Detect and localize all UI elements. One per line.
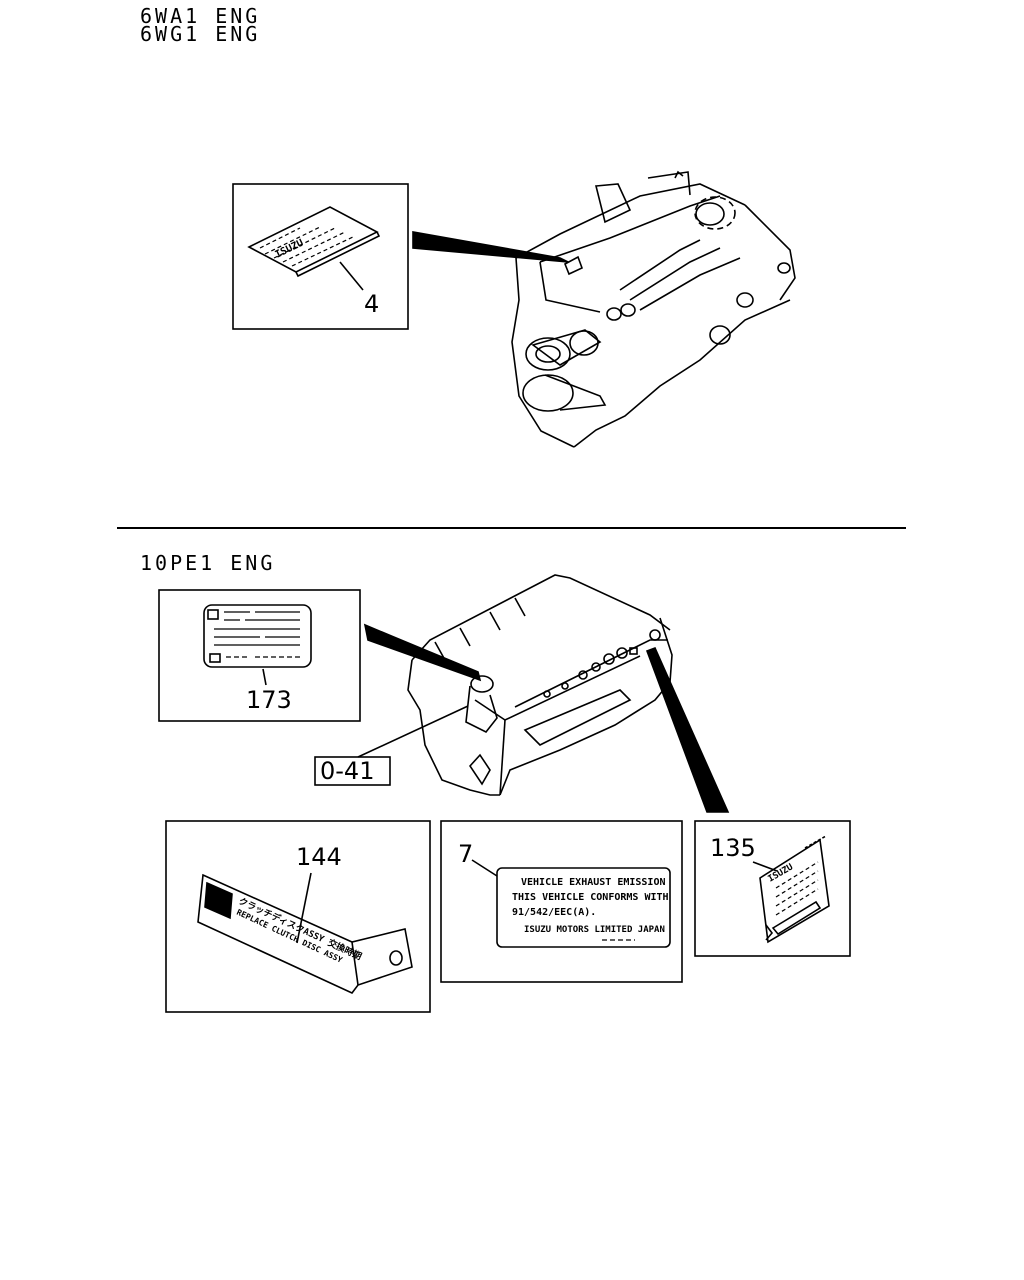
engine-label-10pe1: 10PE1 ENG <box>140 551 276 575</box>
clutch-label-jp-text: クラッチディスクASSY 交換時期 <box>237 895 364 963</box>
emission-line-2: THIS VEHICLE CONFORMS WITH <box>512 892 669 903</box>
inset-box-part-7 <box>440 820 683 983</box>
isuzu-plate-icon <box>247 206 381 278</box>
emission-line-3: 91/542/EEC(A). <box>512 907 596 918</box>
callout-0-41: 0-41 <box>320 757 375 785</box>
engine-label-6wg1: 6WG1 ENG <box>140 22 261 46</box>
pointer-arrow-173 <box>363 623 482 682</box>
leader-144 <box>296 872 312 944</box>
engine-label-6wa1: 6WA1 ENG <box>140 4 261 28</box>
ref-box-0-41 <box>314 756 391 786</box>
emission-line-1: VEHICLE EXHAUST EMISSION <box>521 877 666 888</box>
callout-173: 173 <box>246 686 292 714</box>
engine-10pe1-drawing <box>407 574 673 796</box>
inset-box-part-144 <box>165 820 431 1013</box>
inset-box-part-135 <box>694 820 851 957</box>
callout-135: 135 <box>710 834 756 862</box>
isuzu-tag-icon <box>759 835 830 944</box>
callout-4: 4 <box>364 290 380 318</box>
clutch-label-icon <box>197 873 413 994</box>
leader-173 <box>262 668 267 686</box>
caution-plate-icon <box>203 604 312 668</box>
inset-box-part-173 <box>158 589 361 722</box>
leader-7 <box>471 859 498 877</box>
callout-7: 7 <box>458 840 474 868</box>
engine-6wa1-drawing <box>511 170 796 448</box>
pointer-arrow-4 <box>412 231 569 263</box>
isuzu-brand-text-part4: ISUZU <box>273 238 305 261</box>
pointer-arrow-135 <box>645 646 730 813</box>
callout-144: 144 <box>296 843 342 871</box>
leader-4 <box>339 261 364 291</box>
leader-0-41 <box>357 705 469 758</box>
emission-line-4: ISUZU MOTORS LIMITED JAPAN <box>524 925 665 935</box>
inset-box-part-4 <box>232 183 409 330</box>
emission-plate-icon <box>496 867 671 948</box>
leader-135 <box>752 861 778 872</box>
